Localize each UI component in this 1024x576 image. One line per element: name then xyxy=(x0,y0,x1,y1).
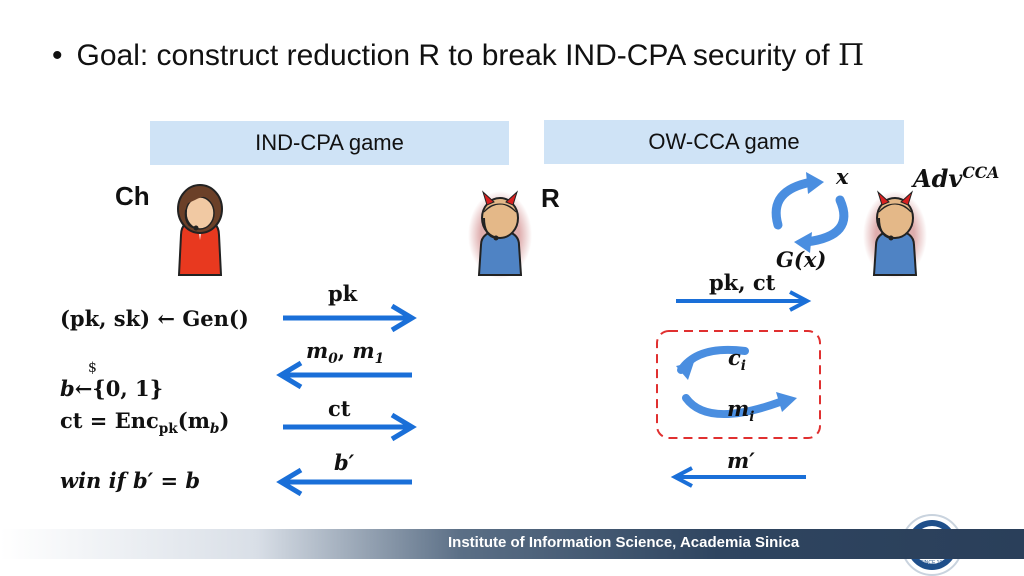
c-sub: i xyxy=(740,358,746,375)
ct-equation: ct = Encpk(mb) xyxy=(60,408,229,437)
ind-cpa-title: IND-CPA game xyxy=(255,130,404,155)
arrow-pkct-right xyxy=(676,290,812,312)
x-label: x xyxy=(836,164,849,189)
reduction-avatar-icon xyxy=(468,190,532,279)
oracle-cycle-icon xyxy=(771,172,849,253)
goal-text: Goal: construct reduction R to break IND… xyxy=(76,39,838,72)
slide-title: • Goal: construct reduction R to break IN… xyxy=(52,38,864,73)
sample-arrow: ← xyxy=(74,376,93,401)
gx-label: G(x) xyxy=(776,247,827,272)
m0-var: m xyxy=(306,338,329,363)
pk-ct-label: pk, ct xyxy=(709,270,776,295)
adversary-label: AdvCCA xyxy=(913,163,999,193)
mprime-label: m′ xyxy=(727,448,755,473)
adv-sup: CCA xyxy=(962,163,1000,182)
m1-var: m xyxy=(352,338,375,363)
arrow-m0m1-left xyxy=(276,360,412,390)
footer-bar xyxy=(0,529,1024,559)
bprime-label: b′ xyxy=(334,450,355,475)
query-cycle-icon xyxy=(676,345,797,419)
m0-sub: 0 xyxy=(328,351,338,368)
seal-year: SINCE 1982 xyxy=(920,560,948,566)
institution-name: Institute of Information Science, Academ… xyxy=(448,534,800,551)
c-var: c xyxy=(728,345,741,370)
b-sample-equation: b←{0, 1} xyxy=(60,376,163,401)
b-variable: b xyxy=(60,376,75,401)
ct-lhs: ct = Enc xyxy=(60,408,159,433)
bullet-dot: • xyxy=(52,39,63,72)
ow-cca-title: OW-CCA game xyxy=(648,129,800,154)
m1-sub: 1 xyxy=(374,351,385,368)
m-sub: i xyxy=(749,409,755,426)
m-var: m xyxy=(727,396,750,421)
gen-equation: (pk, sk) ← Gen() xyxy=(60,306,249,331)
ct-arg-close: ) xyxy=(219,408,230,433)
ci-label: ci xyxy=(728,345,746,374)
ct-arg-open: (m xyxy=(177,408,210,433)
ct-arg-sub: b xyxy=(209,421,220,438)
arrow-pk-right xyxy=(283,303,417,333)
arrow-ct-right xyxy=(283,412,417,442)
ct-label: ct xyxy=(328,396,351,421)
m0-m1-label: m0, m1 xyxy=(306,338,385,368)
ind-cpa-box: IND-CPA game xyxy=(150,121,509,165)
bit-set: {0, 1} xyxy=(92,376,164,401)
ow-cca-box: OW-CCA game xyxy=(544,120,904,164)
reduction-label: R xyxy=(541,183,560,213)
win-condition: win if b′ = b xyxy=(60,468,201,493)
challenger-avatar-icon xyxy=(177,184,223,276)
arrow-bprime-left xyxy=(276,467,412,497)
challenger-label: Ch xyxy=(115,181,150,211)
arrow-mprime-left xyxy=(670,466,806,488)
decryption-query-box xyxy=(656,330,821,439)
adv-base: Adv xyxy=(913,164,963,193)
mi-label: mi xyxy=(727,396,754,425)
adversary-avatar-icon xyxy=(863,190,927,279)
pi-symbol: Π xyxy=(837,38,865,73)
pk-label: pk xyxy=(328,281,358,306)
random-sample-dollar: $ xyxy=(88,360,97,376)
ct-key-sub: pk xyxy=(158,421,178,438)
